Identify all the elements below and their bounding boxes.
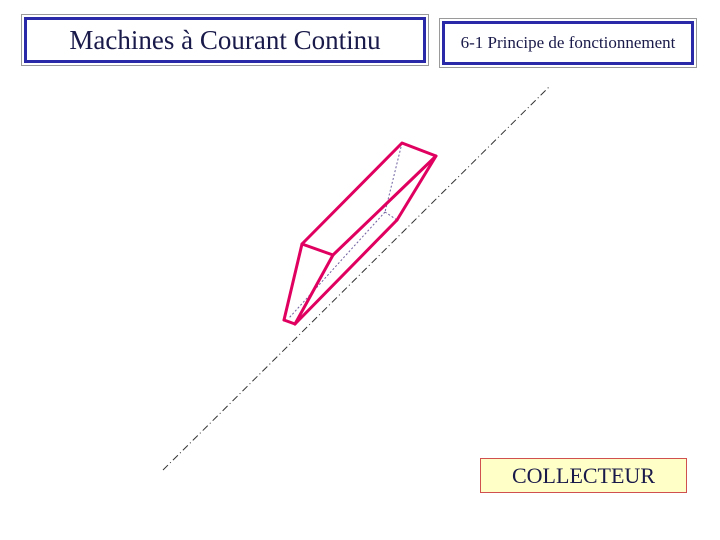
segment-top-face [300,141,438,257]
rotation-axis [162,85,551,471]
main-title: Machines à Courant Continu [69,24,381,55]
component-label-text: COLLECTEUR [512,462,655,488]
segment-hidden-edges [288,142,403,319]
commutator-segment [282,141,438,326]
segment-visible-edges [282,141,438,326]
component-label: COLLECTEUR [480,458,687,493]
section-title: 6-1 Principe de fonctionnement [460,33,676,52]
